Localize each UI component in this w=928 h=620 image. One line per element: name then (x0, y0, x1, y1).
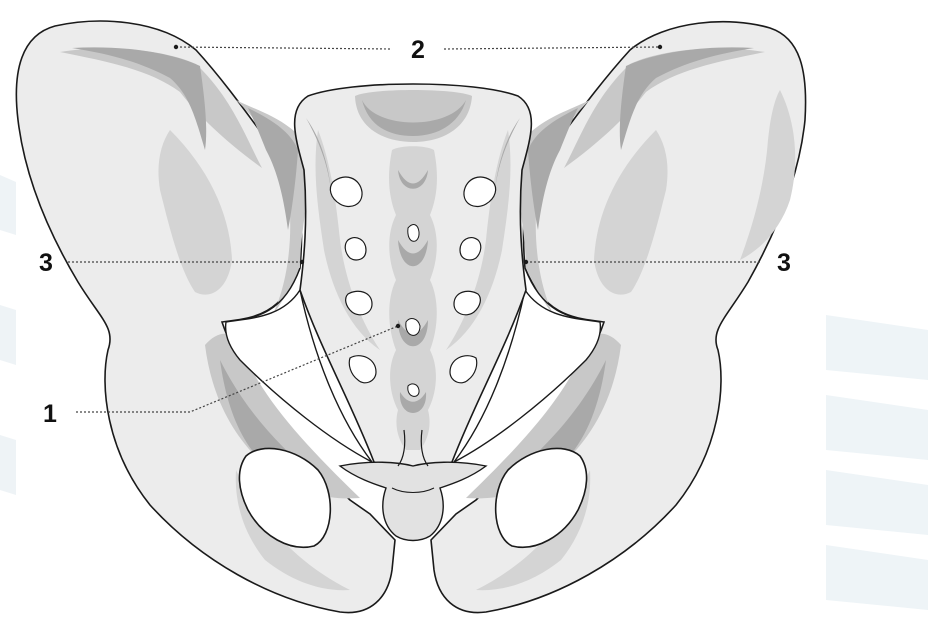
leader-2-right (444, 47, 660, 49)
label-pelvic-brim-right: 3 (777, 249, 791, 277)
leader-2-left (176, 47, 392, 49)
label-pelvic-brim-left: 3 (39, 249, 53, 277)
label-iliac-crest: 2 (411, 36, 425, 64)
label-sacrum: 1 (43, 400, 57, 428)
